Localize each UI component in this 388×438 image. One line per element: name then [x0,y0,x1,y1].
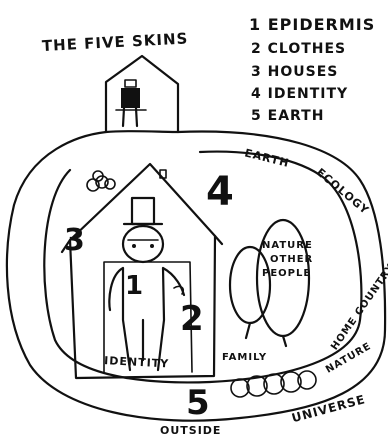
marker-3: 3 [64,223,85,258]
label-identity: IDENTITY [104,354,170,370]
label-universe: UNIVERSE [290,392,367,425]
label-outside: OUTSIDE [160,424,221,437]
small-house-icon [106,56,178,132]
trees-group [230,220,309,346]
diagram-title: THE FIVE SKINS [41,29,188,55]
legend-item-4: 4 IDENTITY [251,86,348,102]
label-family: FAMILY [222,352,267,363]
label-ecology: ECOLOGY [314,166,372,218]
label-nature-2: OTHER [270,254,313,265]
legend-item-2: 2 CLOTHES [251,41,346,57]
label-home-country: HOME COUNTRY [329,262,388,352]
home-country-oval [44,152,361,383]
marker-2: 2 [180,299,204,339]
label-nature-1: NATURE [262,240,313,251]
legend-item-3: 3 HOUSES [251,64,338,80]
legend: 1 EPIDERMIS 2 CLOTHES 3 HOUSES 4 IDENTIT… [249,15,375,124]
legend-item-1: 1 EPIDERMIS [249,15,375,34]
marker-1: 1 [125,271,143,301]
marker-4: 4 [206,169,234,215]
tree-cluster-icon [87,171,115,191]
label-nature-3: PEOPLE [262,268,311,279]
marker-5: 5 [186,383,210,423]
legend-item-5: 5 EARTH [251,108,324,124]
label-earth: EARTH [243,146,291,170]
person-figure [104,198,192,372]
